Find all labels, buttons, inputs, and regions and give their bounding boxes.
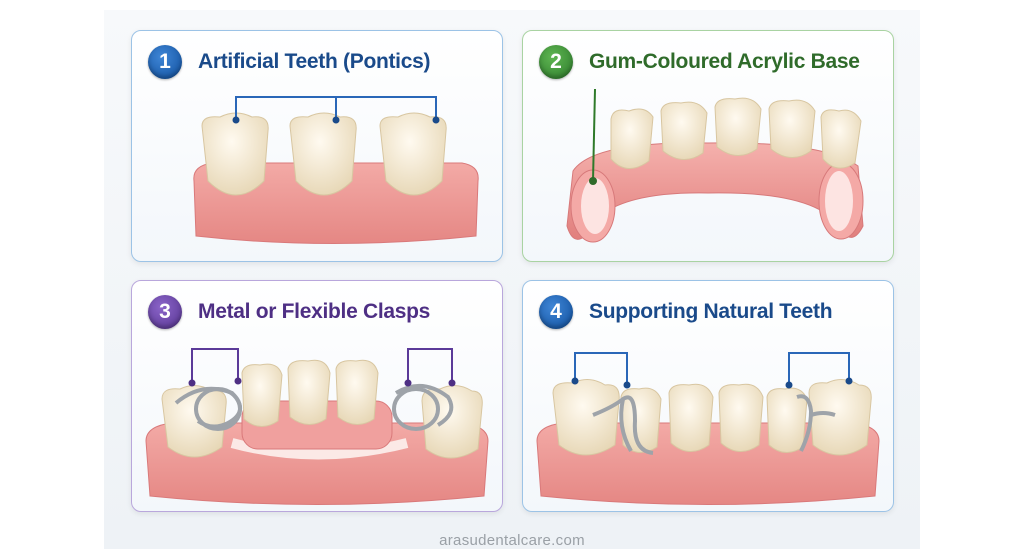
site-watermark: arasudentalcare.com	[439, 532, 585, 549]
acrylic-base-illustration	[566, 88, 864, 243]
panel-clasps: 3 Metal or Flexible Clasps	[131, 280, 503, 512]
clasp-right	[392, 384, 454, 431]
panel-title-2: Gum-Coloured Acrylic Base	[589, 50, 860, 73]
supporting-tooth-pointer	[574, 352, 850, 385]
clasp-pointer	[191, 348, 453, 383]
panel-acrylic-base: 2 Gum-Coloured Acrylic Base	[522, 30, 894, 262]
step-badge-2: 2	[539, 45, 573, 79]
panel-title-4: Supporting Natural Teeth	[589, 300, 833, 323]
clasps-illustration	[145, 348, 489, 505]
supporting-teeth-illustration	[536, 352, 880, 505]
clasp-left	[174, 386, 242, 431]
step-badge-4: 4	[539, 295, 573, 329]
pontic-pointer	[235, 96, 437, 119]
panel-title-1: Artificial Teeth (Pontics)	[198, 50, 431, 73]
panel-title-3: Metal or Flexible Clasps	[198, 300, 431, 323]
panel-artificial-teeth: 1 Artificial Teeth (Pontics)	[131, 30, 503, 262]
step-badge-1: 1	[148, 45, 182, 79]
pontics-illustration	[193, 96, 479, 244]
panel-supporting-teeth: 4 Supporting Natural Teeth	[522, 280, 894, 512]
step-badge-3: 3	[148, 295, 182, 329]
clasp-left	[592, 395, 654, 455]
clasp-right	[796, 394, 836, 452]
